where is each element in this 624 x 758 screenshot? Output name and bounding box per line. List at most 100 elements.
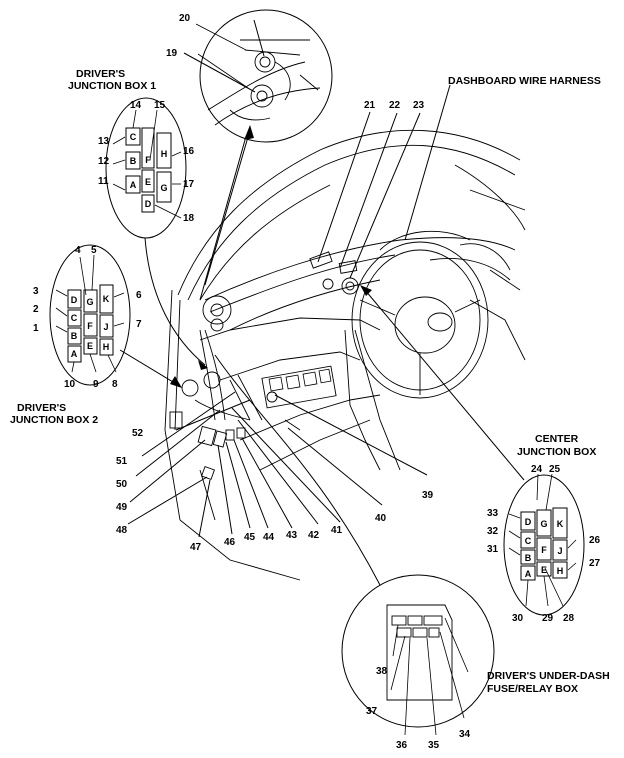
callout-13: 13 bbox=[98, 136, 110, 147]
callout-52: 52 bbox=[132, 428, 144, 439]
jb1-cell-label: H bbox=[161, 149, 168, 159]
callout-51: 51 bbox=[116, 456, 128, 467]
callout-41: 41 bbox=[331, 525, 343, 536]
callout-50: 50 bbox=[116, 479, 128, 490]
callout-10: 10 bbox=[64, 379, 76, 390]
detail-circle-top bbox=[195, 9, 333, 143]
callout-38: 38 bbox=[376, 666, 388, 677]
jb1-cell-label: G bbox=[160, 183, 167, 193]
jb1-title-line2: JUNCTION BOX 1 bbox=[68, 80, 156, 92]
callout-24: 24 bbox=[531, 464, 543, 475]
callout-42: 42 bbox=[308, 530, 320, 541]
callout-6: 6 bbox=[136, 290, 142, 301]
callout-1: 1 bbox=[33, 323, 39, 334]
callout-37: 37 bbox=[366, 706, 378, 717]
callout-25: 25 bbox=[549, 464, 561, 475]
callout-22: 22 bbox=[389, 100, 401, 111]
jb2-cell-label: H bbox=[103, 342, 110, 352]
callout-35: 35 bbox=[428, 740, 440, 751]
callout-28: 28 bbox=[563, 613, 575, 624]
jb1-cell-label: E bbox=[145, 177, 151, 187]
callout-27: 27 bbox=[589, 558, 601, 569]
jb2-cell-label: B bbox=[71, 331, 78, 341]
jb2-cell-label: K bbox=[103, 294, 110, 304]
callout-34: 34 bbox=[459, 729, 471, 740]
jb1-cell-label: A bbox=[130, 180, 137, 190]
callout-44: 44 bbox=[263, 532, 275, 543]
cjb-cell-label: B bbox=[525, 553, 532, 563]
jb2-cell-label: G bbox=[86, 297, 93, 307]
callout-23: 23 bbox=[413, 100, 425, 111]
callout-43: 43 bbox=[286, 530, 298, 541]
center-junction-box: D C B A G F E K J H bbox=[503, 473, 585, 616]
callout-26: 26 bbox=[589, 535, 601, 546]
fuse-box-leaders bbox=[390, 617, 469, 736]
callout-2: 2 bbox=[33, 304, 39, 315]
jb1-title-line1: DRIVER'S bbox=[76, 68, 125, 80]
callout-20: 20 bbox=[179, 13, 191, 24]
jb2-cell-label: A bbox=[71, 349, 78, 359]
callout-11: 11 bbox=[98, 176, 109, 187]
jb1-cell-label: D bbox=[145, 199, 152, 209]
cjb-cell-label: E bbox=[541, 565, 547, 575]
callout-29: 29 bbox=[542, 613, 554, 624]
callout-14: 14 bbox=[130, 100, 142, 111]
jb1-cell-label: F bbox=[145, 155, 151, 165]
callout-33: 33 bbox=[487, 508, 499, 519]
callout-46: 46 bbox=[224, 537, 236, 548]
callout-21: 21 bbox=[364, 100, 376, 111]
leader-lines bbox=[119, 19, 525, 586]
callout-40: 40 bbox=[375, 513, 387, 524]
jb2-title-line1: DRIVER'S bbox=[17, 402, 66, 414]
jb2-title-line2: JUNCTION BOX 2 bbox=[10, 414, 98, 426]
junction-box-2: D C B A G F E K J H bbox=[49, 244, 131, 386]
callout-3: 3 bbox=[33, 286, 39, 297]
junction-box-1: C B A F E D H G bbox=[105, 97, 187, 239]
cjb-cell-label: F bbox=[541, 545, 547, 555]
callout-30: 30 bbox=[512, 613, 524, 624]
callout-7: 7 bbox=[136, 319, 142, 330]
callout-39: 39 bbox=[422, 490, 434, 501]
callout-17: 17 bbox=[183, 179, 195, 190]
jb1-cell-label: B bbox=[130, 156, 137, 166]
callout-4: 4 bbox=[75, 245, 81, 256]
cjb-cell-label: J bbox=[557, 546, 562, 556]
fuse-title-line1: DRIVER'S UNDER-DASH bbox=[487, 670, 610, 682]
callout-8: 8 bbox=[112, 379, 118, 390]
callout-16: 16 bbox=[183, 146, 195, 157]
harness-title: DASHBOARD WIRE HARNESS bbox=[448, 75, 601, 87]
callout-45: 45 bbox=[244, 532, 256, 543]
callout-5: 5 bbox=[91, 245, 97, 256]
callout-48: 48 bbox=[116, 525, 128, 536]
callout-18: 18 bbox=[183, 213, 195, 224]
callout-49: 49 bbox=[116, 502, 128, 513]
callout-9: 9 bbox=[93, 379, 99, 390]
cjb-cell-label: C bbox=[525, 536, 532, 546]
fuse-title-line2: FUSE/RELAY BOX bbox=[487, 683, 578, 695]
jb2-cell-label: C bbox=[71, 313, 78, 323]
jb2-cell-label: J bbox=[103, 322, 108, 332]
car-interior-drawing bbox=[164, 129, 526, 581]
callout-12: 12 bbox=[98, 156, 110, 167]
callout-15: 15 bbox=[154, 100, 166, 111]
callout-numbers: 1 2 3 4 5 6 7 8 9 10 11 12 13 14 15 16 1… bbox=[33, 13, 601, 751]
cjb-title-line2: JUNCTION BOX bbox=[517, 446, 596, 458]
callout-31: 31 bbox=[487, 544, 499, 555]
detail-circle-fuse-box bbox=[341, 574, 495, 728]
cjb-cell-label: G bbox=[540, 519, 547, 529]
callout-47: 47 bbox=[190, 542, 202, 553]
cjb-title-line1: CENTER bbox=[535, 433, 579, 445]
cjb-cell-label: H bbox=[557, 566, 564, 576]
cjb-cell-label: K bbox=[557, 519, 564, 529]
jb1-cell-label: C bbox=[130, 132, 137, 142]
jb2-cell-label: D bbox=[71, 295, 78, 305]
jb2-cell-label: E bbox=[87, 341, 93, 351]
cjb-cell-label: D bbox=[525, 517, 532, 527]
callout-36: 36 bbox=[396, 740, 408, 751]
titles: DRIVER'S JUNCTION BOX 1 DRIVER'S JUNCTIO… bbox=[10, 68, 610, 695]
jb2-cell-label: F bbox=[87, 321, 93, 331]
callout-32: 32 bbox=[487, 526, 499, 537]
cjb-cell-label: A bbox=[525, 569, 532, 579]
